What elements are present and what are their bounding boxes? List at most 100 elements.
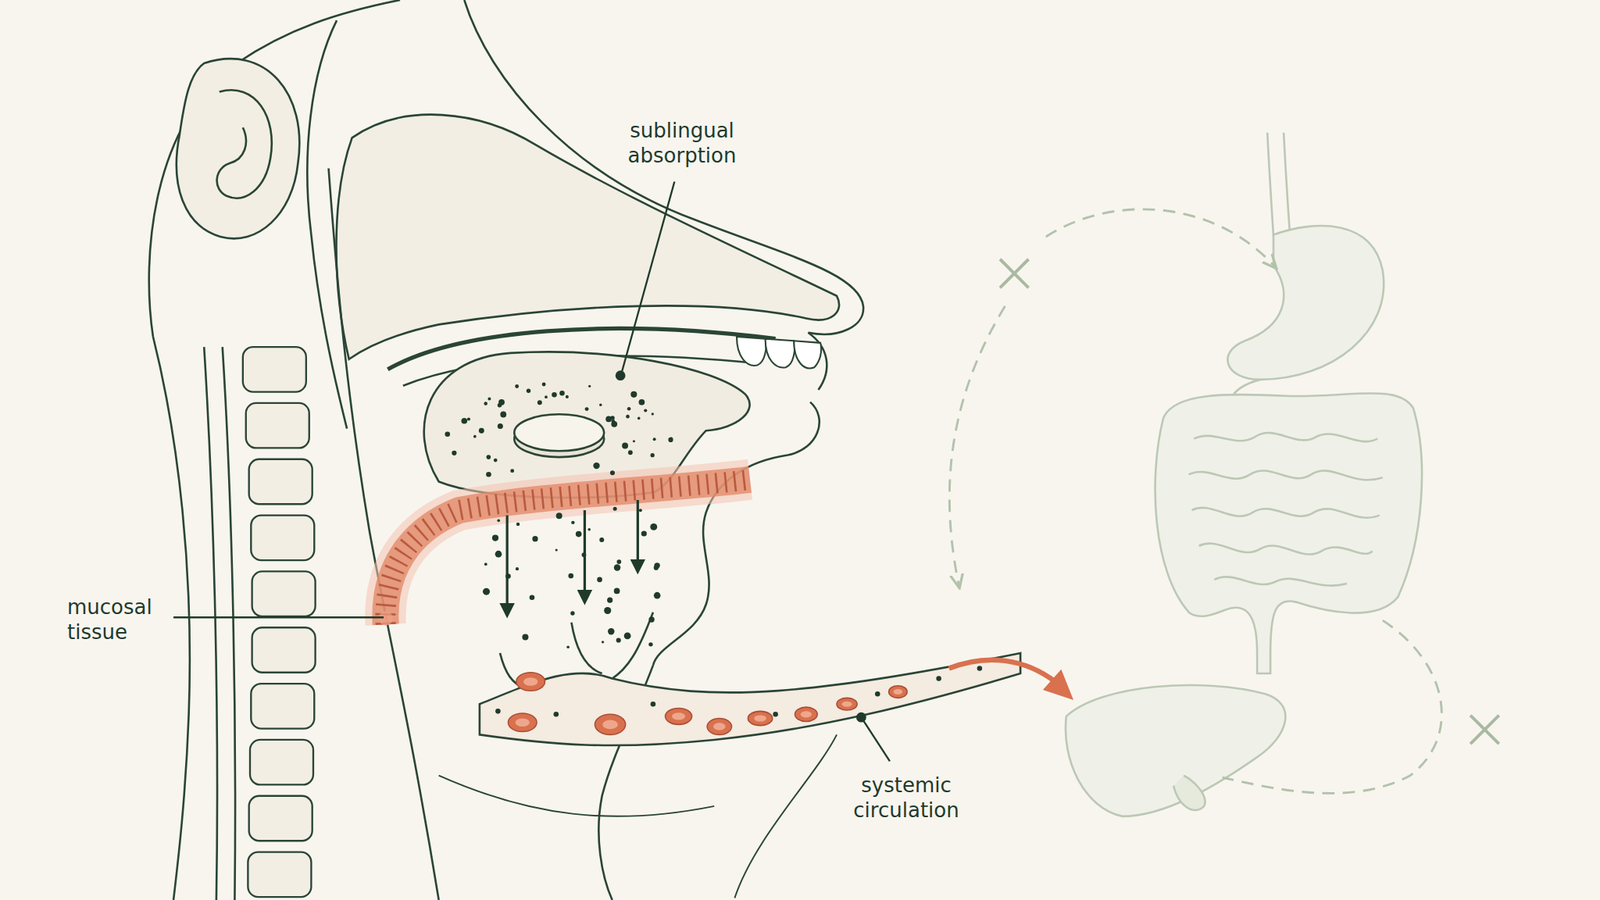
red-cell xyxy=(800,710,812,718)
drug-particle xyxy=(641,530,647,536)
callout-label: sublingual absorption xyxy=(607,117,757,169)
red-cell xyxy=(889,685,908,699)
dashed-route xyxy=(1046,209,1276,268)
head-section xyxy=(149,0,864,900)
drug-particle xyxy=(596,577,603,583)
absorption-arrow xyxy=(583,510,586,603)
absorption-arrow xyxy=(506,515,509,616)
drug-particle xyxy=(487,396,491,400)
esophagus xyxy=(1267,132,1290,237)
drug-particle xyxy=(542,382,547,387)
leader-line xyxy=(173,616,384,618)
stomach xyxy=(1227,225,1384,380)
mucosal-band xyxy=(378,610,393,625)
drug-particle xyxy=(566,645,570,649)
drug-particle xyxy=(514,384,519,389)
drug-particle xyxy=(977,665,983,672)
drug-particle xyxy=(632,439,636,443)
drug-particle xyxy=(650,523,658,531)
drug-particle xyxy=(484,562,488,566)
drug-particle xyxy=(585,407,590,411)
drug-particle xyxy=(651,412,654,415)
drug-particle xyxy=(614,588,621,595)
drug-particle xyxy=(495,550,503,558)
upper-teeth xyxy=(736,336,822,368)
red-cell xyxy=(507,713,537,733)
vertebrae xyxy=(249,459,313,504)
flow-arrow xyxy=(949,660,1074,700)
upper-teeth xyxy=(736,336,767,366)
drug-particle xyxy=(529,594,536,600)
drug-particle xyxy=(483,401,488,406)
ear xyxy=(176,58,300,239)
red-cell xyxy=(893,689,904,695)
drug-particle xyxy=(639,508,643,512)
leader-line xyxy=(857,713,865,722)
red-cell xyxy=(665,707,693,725)
drug-particle xyxy=(478,428,485,434)
drug-particle xyxy=(637,417,641,421)
upper-teeth xyxy=(765,339,796,368)
vertebrae xyxy=(252,571,316,616)
red-cell xyxy=(602,719,618,729)
leader-line xyxy=(616,371,625,379)
drug-particle xyxy=(650,453,655,458)
drug-particle xyxy=(616,559,622,565)
ear-inner xyxy=(217,89,272,198)
red-cell xyxy=(889,685,908,699)
drug-particle xyxy=(485,471,492,478)
red-cell xyxy=(842,701,853,708)
vertebrae xyxy=(246,403,310,448)
red-cell xyxy=(794,707,818,722)
drug-particle xyxy=(592,462,600,469)
drug-particle xyxy=(575,531,583,538)
red-cell xyxy=(515,717,530,727)
drug-particle xyxy=(630,391,637,398)
drug-particle xyxy=(473,435,477,439)
drug-particle xyxy=(627,407,632,411)
drug-particle xyxy=(482,588,490,596)
red-cell xyxy=(707,718,732,736)
nasal-cavity xyxy=(336,114,840,360)
mucosal-band xyxy=(385,479,750,625)
dashed-route xyxy=(1222,620,1443,793)
callout-label: mucosal tissue xyxy=(64,593,174,646)
drug-particle xyxy=(571,521,575,525)
drug-particle xyxy=(607,628,615,635)
drug-particle xyxy=(599,537,604,543)
drug-particle xyxy=(772,711,779,718)
drug-particle xyxy=(495,708,501,715)
vertebrae xyxy=(242,346,316,897)
vertebrae xyxy=(250,515,315,561)
drug-particle xyxy=(553,711,560,718)
absorption-arrow xyxy=(636,500,640,572)
drug-particle xyxy=(565,395,569,399)
drug-particle xyxy=(648,616,654,622)
drug-particle xyxy=(556,512,563,519)
drug-particle xyxy=(650,701,657,708)
red-cell xyxy=(671,712,686,720)
drug-particle xyxy=(643,408,647,412)
flow-arrow xyxy=(949,660,1056,683)
red-cell xyxy=(516,672,546,692)
blood-vessel xyxy=(439,612,1021,899)
drug-particle xyxy=(467,417,471,421)
drug-particle xyxy=(510,468,515,473)
drug-particle xyxy=(515,567,519,571)
mucosal-band xyxy=(385,479,750,625)
mucosal-band xyxy=(378,479,750,626)
drug-particle xyxy=(653,437,657,441)
red-cell xyxy=(516,672,546,692)
drug-particle xyxy=(613,507,618,511)
tablet xyxy=(514,414,604,458)
drug-particle xyxy=(601,640,604,643)
drug-particles xyxy=(444,382,983,718)
red-cell xyxy=(707,718,732,736)
upper-teeth xyxy=(793,340,822,368)
drug-particle xyxy=(486,454,492,460)
drug-particle xyxy=(544,395,548,399)
colon xyxy=(1155,392,1422,674)
red-cell xyxy=(665,707,693,725)
vertebrae xyxy=(249,796,313,841)
